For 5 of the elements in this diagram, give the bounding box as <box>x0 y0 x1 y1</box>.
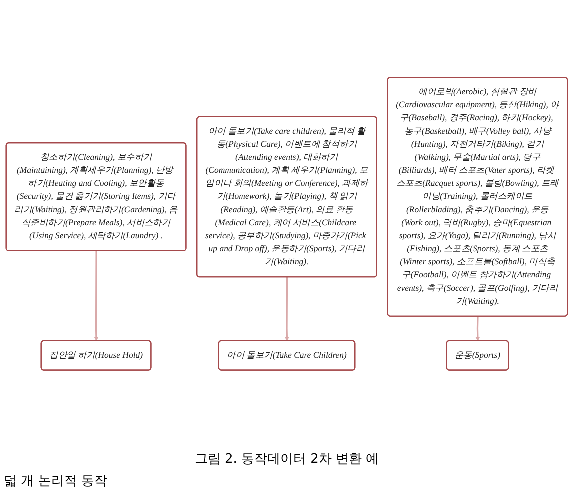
section-heading: 덟 개 논리적 동작 <box>4 473 108 490</box>
figure-caption: 그림 2. 동작데이터 2차 변환 예 <box>194 451 380 468</box>
arrow <box>94 251 99 342</box>
arrow <box>476 316 480 342</box>
arrow <box>284 277 290 342</box>
